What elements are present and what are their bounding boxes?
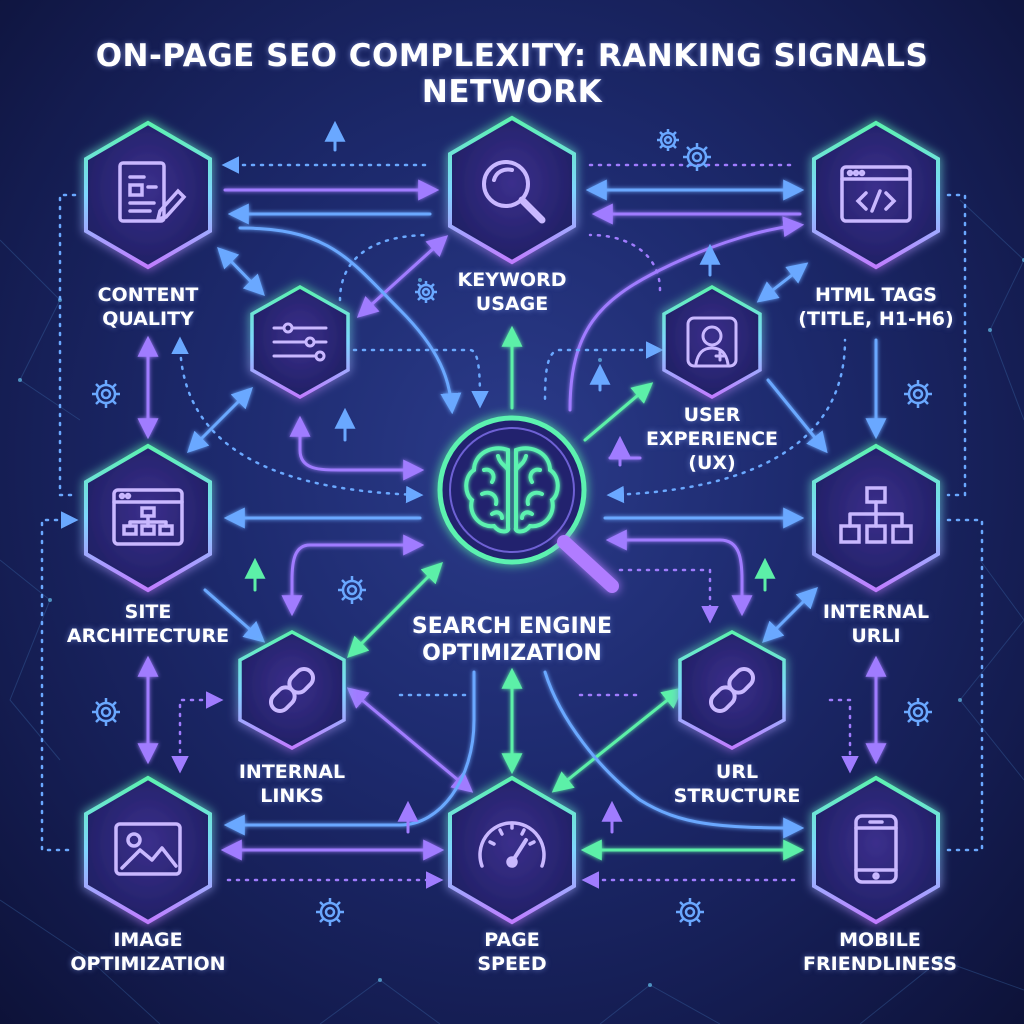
gear-icon (338, 576, 366, 604)
label-search-engine-optimization: SEARCH ENGINE OPTIMIZATION (411, 614, 613, 666)
gear-icon (657, 129, 679, 151)
node-mobile-friendliness[interactable] (812, 775, 940, 925)
gear-icon (316, 898, 344, 926)
arrow-filters-loop (289, 415, 425, 481)
arrow-url-to-speed (551, 687, 684, 793)
hierarchy-icon (839, 486, 913, 544)
node-keyword-usage[interactable] (448, 115, 576, 265)
dotted-connectors (40, 156, 984, 889)
arrow-user-to-internal-urli (766, 378, 828, 454)
node-content-quality[interactable] (84, 120, 212, 270)
arrow-filters-to-site (187, 387, 253, 453)
gear-icons (92, 129, 932, 926)
node-page-speed[interactable] (448, 775, 576, 925)
sliders-icon (272, 322, 328, 362)
code-window-icon (840, 165, 912, 223)
node-html-tags[interactable] (812, 120, 940, 270)
node-user-experience[interactable] (662, 284, 762, 400)
arrow-site-to-links-curve (281, 534, 425, 617)
gear-icon (904, 380, 932, 408)
label-internal-urli: INTERNAL URLI (822, 601, 930, 647)
label-image-optimization: IMAGE OPTIMIZATION (70, 929, 226, 975)
link-icon (708, 666, 756, 714)
magnifier-handle (557, 535, 619, 593)
arrow-links-to-speed (346, 687, 474, 793)
label-url-structure: URL STRUCTURE (673, 761, 801, 807)
arrow-center-to-url-curve (605, 529, 753, 617)
floating-arrows (244, 120, 776, 834)
smartphone-icon (854, 814, 898, 884)
label-html-tags: HTML TAGS (TITLE, H1-H6) (798, 284, 954, 330)
label-content-quality: CONTENT QUALITY (97, 284, 199, 330)
arrow-center-to-mobile-curve (543, 670, 805, 839)
label-mobile-friendliness: MOBILE FRIENDLINESS (803, 929, 957, 975)
node-internal-links[interactable] (238, 630, 346, 750)
gear-icon (415, 281, 437, 303)
arrow-internal-urli-to-url (762, 587, 818, 643)
connectors (137, 179, 887, 861)
arrow-html-to-user (756, 262, 809, 303)
arrow-filters-to-keyword (356, 235, 449, 318)
brain-magnifier-icon (464, 446, 560, 534)
label-page-speed: PAGE SPEED (477, 929, 547, 975)
arrow-links-to-center (347, 562, 443, 658)
label-internal-links: INTERNAL LINKS (238, 761, 346, 807)
node-site-architecture[interactable] (84, 443, 212, 593)
label-site-architecture: SITE ARCHITECTURE (66, 601, 230, 647)
sitemap-window-icon (112, 488, 184, 546)
gear-icon (92, 698, 120, 726)
node-url-structure[interactable] (678, 630, 786, 750)
gear-icon (904, 698, 932, 726)
node-search-engine-optimization[interactable] (437, 415, 619, 593)
gear-icon (676, 898, 704, 926)
node-internal-urli[interactable] (812, 443, 940, 593)
arrow-center-to-user (583, 382, 654, 442)
node-filters[interactable] (250, 284, 350, 400)
link-icon (268, 666, 316, 714)
magnifier-icon (482, 160, 546, 224)
page-title: ON-PAGE SEO COMPLEXITY: RANKING SIGNALS … (95, 38, 929, 110)
arrow-content-to-filters (217, 246, 265, 297)
node-image-optimization[interactable] (84, 775, 212, 925)
user-icon (686, 316, 738, 368)
label-user-experience: USER EXPERIENCE (UX) (645, 404, 779, 474)
label-keyword-usage: KEYWORD USAGE (457, 269, 567, 315)
arrow-site-to-links (203, 588, 266, 643)
image-icon (114, 822, 182, 876)
arrow-content-curve (238, 226, 462, 415)
gear-icon (92, 380, 120, 408)
speedometer-icon (478, 821, 546, 868)
document-edit-icon (118, 161, 187, 223)
gear-icon (683, 143, 711, 171)
